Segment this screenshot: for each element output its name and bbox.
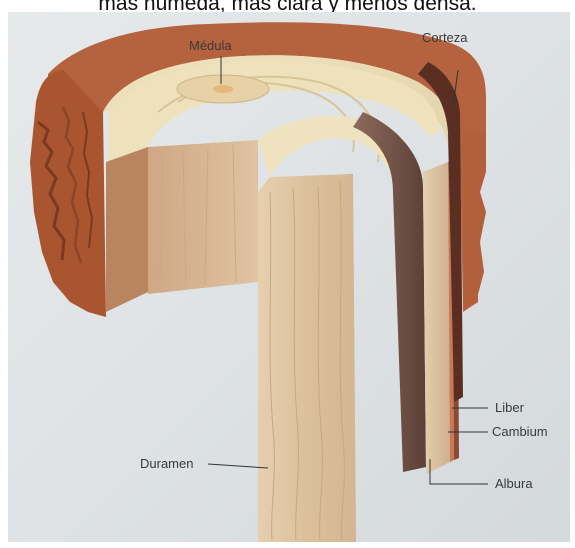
shadow-band xyxy=(353,112,426,472)
bark-left-face xyxy=(30,70,106,317)
label-liber: Liber xyxy=(495,400,525,415)
left-block-front xyxy=(148,140,258,294)
wood-trunk-diagram: Médula Corteza Liber Cambium Albura Dura… xyxy=(8,12,570,542)
left-block-face xyxy=(106,147,148,312)
label-medula: Médula xyxy=(189,38,232,53)
label-corteza: Corteza xyxy=(422,30,468,45)
sapwood-slab xyxy=(423,162,450,474)
label-albura: Albura xyxy=(495,476,533,491)
label-duramen: Duramen xyxy=(140,456,193,471)
pith xyxy=(213,85,233,93)
label-cambium: Cambium xyxy=(492,424,548,439)
bark-right-face xyxy=(463,132,486,308)
